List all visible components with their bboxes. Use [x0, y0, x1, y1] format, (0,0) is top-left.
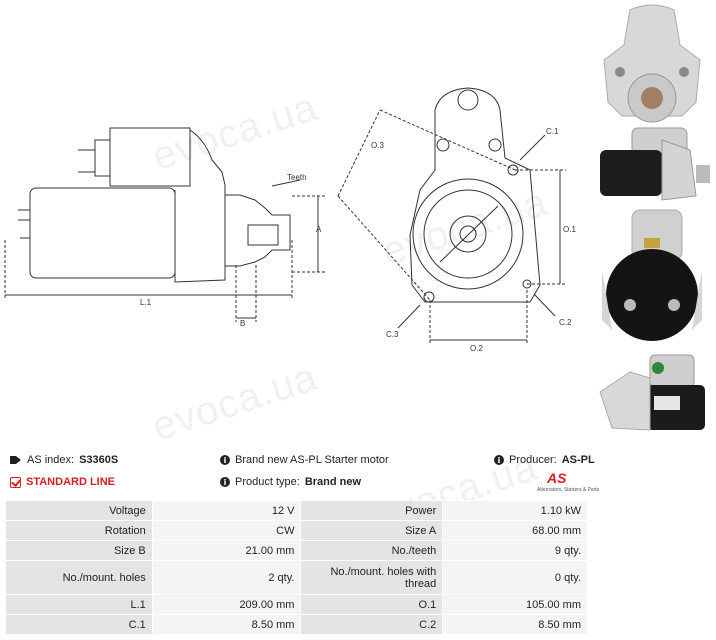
table-row: Size B 21.00 mm No./teeth 9 qty.	[5, 540, 588, 561]
spec-value: 1.10 kW	[442, 500, 588, 521]
product-description: i Brand new AS-PL Starter motor	[220, 454, 389, 466]
motor-body-outline	[29, 187, 176, 279]
o3-label: O.3	[371, 141, 384, 150]
spec-label: C.1	[5, 614, 153, 635]
spec-value: 21.00 mm	[151, 540, 302, 561]
spec-label: L.1	[5, 594, 153, 615]
info-icon: i	[494, 455, 504, 465]
info-row-2: STANDARD LINE i Product type: Brand new	[0, 471, 716, 493]
as-index-label: AS index:	[27, 454, 75, 466]
spec-label: O.1	[300, 594, 444, 615]
as-pl-logo-subtitle: Alternators, Starters & Parts	[537, 487, 600, 493]
teeth-label: Teeth	[287, 173, 307, 182]
standard-line: STANDARD LINE	[10, 476, 115, 488]
info-row-1: AS index: S3360S i Brand new AS-PL Start…	[0, 449, 716, 471]
spec-label: No./mount. holes with thread	[300, 560, 444, 595]
photo-front-view	[603, 4, 701, 123]
table-row: Rotation CW Size A 68.00 mm	[5, 520, 588, 541]
photo-rear-view	[602, 209, 702, 341]
spec-value: 0 qty.	[442, 560, 588, 595]
product-type: i Product type: Brand new	[220, 476, 361, 488]
c1-label: C.1	[546, 127, 559, 136]
as-pl-logo-mark: AS	[547, 470, 567, 486]
spec-label: No./teeth	[300, 540, 444, 561]
table-row: Voltage 12 V Power 1.10 kW	[5, 500, 588, 521]
technical-drawing: Teeth A B L.1 O.3 C.1 O.1 C.3 O.2 C.2	[4, 87, 576, 353]
spec-label: Rotation	[5, 520, 153, 541]
spec-value: 9 qty.	[442, 540, 588, 561]
spec-label: Size B	[5, 540, 153, 561]
spec-value: 209.00 mm	[151, 594, 302, 615]
spec-value: 8.50 mm	[442, 614, 588, 635]
spec-value: 12 V	[151, 500, 302, 521]
c2-label: C.2	[559, 318, 572, 327]
photo-side-view	[600, 127, 710, 201]
spec-value: CW	[151, 520, 302, 541]
spec-label: Voltage	[5, 500, 153, 521]
product-photos	[599, 4, 710, 431]
spec-label: Size A	[300, 520, 444, 541]
tag-icon	[10, 456, 21, 464]
producer: i Producer: AS-PL	[494, 454, 595, 466]
as-index: AS index: S3360S	[10, 454, 118, 466]
drive-housing-outline	[174, 129, 226, 283]
as-pl-logo: AS Alternators, Starters & Parts	[537, 470, 599, 498]
flange-outline	[409, 87, 541, 303]
standard-line-label: STANDARD LINE	[26, 476, 116, 488]
specification-table: Voltage 12 V Power 1.10 kW Rotation CW S…	[5, 500, 588, 635]
spec-value: 8.50 mm	[151, 614, 302, 635]
spec-value: 105.00 mm	[442, 594, 588, 615]
table-row: C.1 8.50 mm C.2 8.50 mm	[5, 614, 588, 635]
c3-label: C.3	[386, 330, 399, 339]
checkbox-icon	[10, 476, 21, 488]
info-icon: i	[220, 455, 230, 465]
product-type-label: Product type:	[235, 476, 300, 488]
product-description-text: Brand new AS-PL Starter motor	[235, 454, 389, 466]
producer-value: AS-PL	[561, 454, 595, 466]
starter-drawing-svg: Teeth A B L.1 O.3 C.1 O.1 C.3 O.2 C.2	[4, 87, 576, 353]
spec-label: C.2	[300, 614, 444, 635]
table-row: L.1 209.00 mm O.1 105.00 mm	[5, 594, 588, 615]
spec-value: 2 qty.	[151, 560, 302, 595]
info-icon: i	[220, 477, 230, 487]
spec-label: No./mount. holes	[5, 560, 153, 595]
table-row: No./mount. holes 2 qty. No./mount. holes…	[5, 560, 588, 595]
spec-value: 68.00 mm	[442, 520, 588, 541]
size-a-label: A	[316, 225, 322, 234]
spec-label: Power	[300, 500, 444, 521]
length-l1-label: L.1	[140, 298, 152, 307]
pinion-outline	[225, 194, 291, 267]
producer-label: Producer:	[509, 454, 557, 466]
size-b-label: B	[240, 319, 245, 328]
product-type-value: Brand new	[304, 476, 362, 488]
o2-label: O.2	[470, 344, 483, 353]
o1-label: O.1	[563, 225, 576, 234]
photo-angled-view	[599, 354, 705, 431]
as-index-value: S3360S	[79, 454, 119, 466]
